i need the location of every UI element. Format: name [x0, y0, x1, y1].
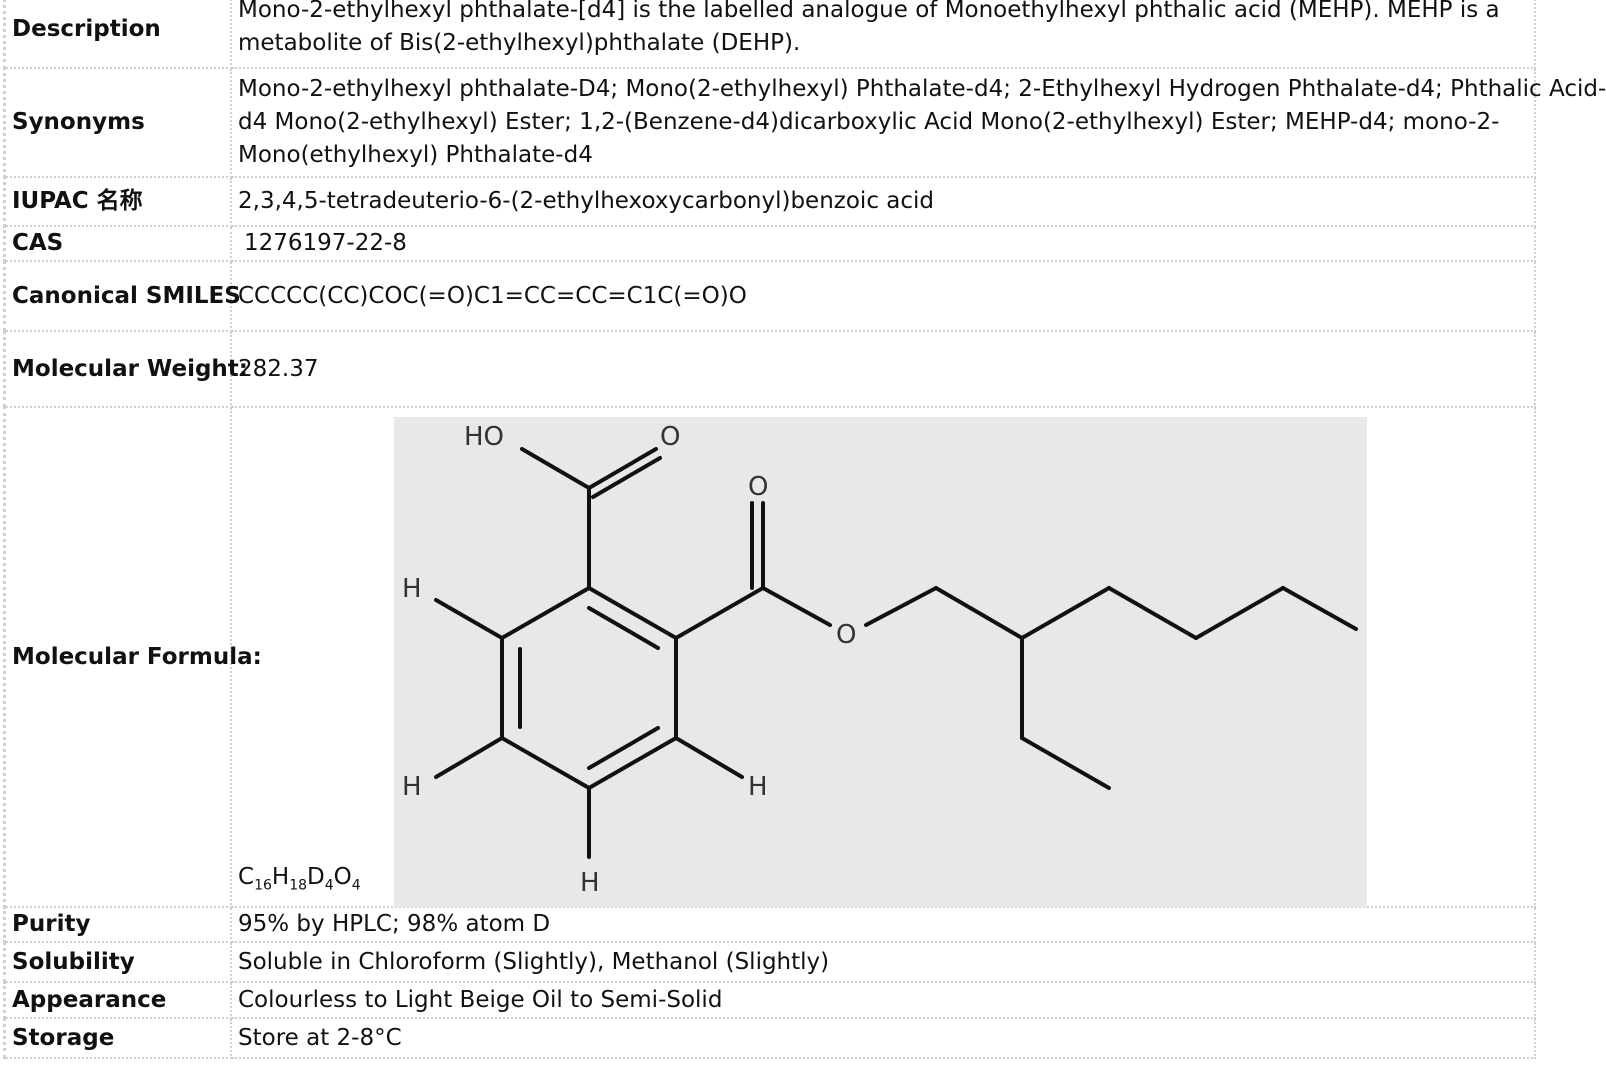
atom-h-top-left: H: [402, 574, 422, 604]
value-storage: Store at 2-8°C: [231, 1018, 1536, 1059]
product-properties-table: Description Mono-2-ethylhexyl phthalate-…: [3, 0, 1606, 1059]
label-iupac: IUPAC 名称: [4, 177, 232, 227]
atom-o-ester: O: [836, 620, 856, 650]
value-molecular-formula: HO O O O H H H H C16H18D4O4: [231, 407, 1536, 908]
atom-o-ester-double: O: [748, 472, 768, 502]
formula-o-count: 4: [351, 878, 361, 894]
label-cas: CAS: [4, 226, 232, 262]
structure-background: [394, 417, 1367, 907]
value-synonyms: Mono-2-ethylhexyl phthalate-D4; Mono(2-e…: [231, 68, 1606, 178]
formula-d: D: [307, 864, 325, 891]
atom-h-bottom: H: [580, 868, 600, 898]
description-line-2: metabolite of Bis(2-ethylhexyl)phthalate…: [238, 30, 801, 56]
label-molecular-formula: Molecular Formula:: [4, 407, 262, 908]
label-synonyms: Synonyms: [4, 68, 232, 178]
row-cas: CAS 1276197-22-8: [4, 226, 1536, 262]
value-iupac: 2,3,4,5-tetradeuterio-6-(2-ethylhexoxyca…: [231, 177, 1536, 227]
row-storage: Storage Store at 2-8°C: [4, 1018, 1536, 1059]
value-cas: 1276197-22-8: [231, 226, 1536, 262]
value-appearance: Colourless to Light Beige Oil to Semi-So…: [231, 982, 1536, 1019]
row-smiles: Canonical SMILES CCCCC(CC)COC(=O)C1=CC=C…: [4, 261, 1536, 332]
synonyms-line-2: d4 Mono(2-ethylhexyl) Ester; 1,2-(Benzen…: [238, 109, 1500, 135]
label-storage: Storage: [4, 1018, 232, 1059]
formula-c: C: [238, 864, 255, 891]
structure-atom-labels: HO O O O H H H H: [402, 422, 856, 898]
row-iupac: IUPAC 名称 2,3,4,5-tetradeuterio-6-(2-ethy…: [4, 177, 1536, 227]
row-synonyms: Synonyms Mono-2-ethylhexyl phthalate-D4;…: [4, 68, 1606, 178]
synonyms-line-1: Mono-2-ethylhexyl phthalate-D4; Mono(2-e…: [238, 76, 1606, 102]
label-smiles: Canonical SMILES: [4, 261, 241, 332]
value-description: Mono-2-ethylhexyl phthalate-[d4] is the …: [231, 0, 1536, 69]
structure-bonds: [434, 447, 1358, 859]
formula-h-count: 18: [289, 878, 308, 894]
molecular-formula-text: C16H18D4O4: [238, 863, 361, 900]
structure-container: HO O O O H H H H C16H18D4O4: [232, 412, 1534, 907]
row-description: Description Mono-2-ethylhexyl phthalate-…: [4, 0, 1536, 69]
formula-h: H: [271, 864, 290, 891]
synonyms-line-3: Mono(ethylhexyl) Phthalate-d4: [238, 142, 593, 168]
label-description: Description: [4, 0, 232, 69]
label-solubility: Solubility: [4, 942, 232, 983]
description-line-1: Mono-2-ethylhexyl phthalate-[d4] is the …: [238, 0, 1500, 23]
atom-h-right: H: [748, 772, 768, 802]
row-solubility: Solubility Soluble in Chloroform (Slight…: [4, 942, 1536, 983]
atom-o-acid: O: [660, 422, 680, 452]
chemical-structure-image: HO O O O H H H H: [394, 417, 1367, 907]
value-molecular-weight: 282.37: [231, 331, 1536, 408]
row-molecular-weight: Molecular Weight: 282.37: [4, 331, 1536, 408]
label-appearance: Appearance: [4, 982, 232, 1019]
formula-c-count: 16: [254, 878, 272, 894]
label-purity: Purity: [4, 907, 232, 943]
atom-ho: HO: [464, 422, 504, 452]
value-smiles: CCCCC(CC)COC(=O)C1=CC=CC=C1C(=O)O: [231, 261, 1536, 332]
formula-d-count: 4: [324, 878, 334, 894]
row-appearance: Appearance Colourless to Light Beige Oil…: [4, 982, 1536, 1019]
formula-o: O: [333, 864, 352, 891]
value-purity: 95% by HPLC; 98% atom D: [231, 907, 1536, 943]
row-molecular-formula: Molecular Formula:: [4, 407, 1536, 908]
value-solubility: Soluble in Chloroform (Slightly), Methan…: [231, 942, 1536, 983]
label-molecular-weight: Molecular Weight:: [4, 331, 248, 408]
atom-h-bottom-left: H: [402, 772, 422, 802]
row-purity: Purity 95% by HPLC; 98% atom D: [4, 907, 1536, 943]
